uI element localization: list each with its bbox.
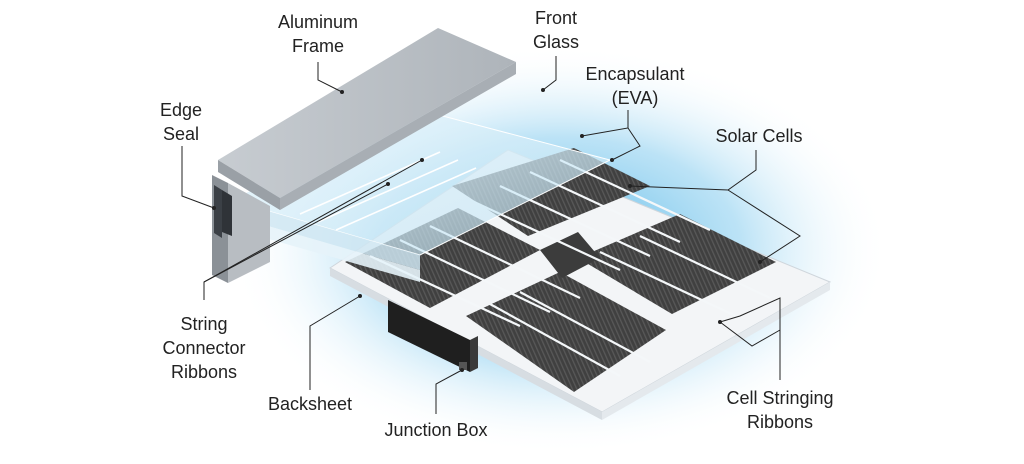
- leader-solar-cells: [629, 150, 757, 191]
- solar-cell: [466, 272, 666, 392]
- leader-solar-cells-2: [727, 189, 801, 263]
- solar-cells-layer: [345, 148, 776, 392]
- label-string-connector-ribbons: String Connector Ribbons: [162, 314, 246, 382]
- leader-dots: [212, 88, 762, 372]
- leader-edge-seal: [181, 146, 215, 209]
- leader-string-connector-2: [203, 183, 389, 283]
- label-backsheet: Backsheet: [267, 394, 353, 414]
- leader-cell-stringing-2: [719, 321, 781, 347]
- label-edge-seal: Edge Seal: [159, 100, 203, 144]
- leader-lines: [181, 56, 801, 414]
- label-junction-box: Junction Box: [384, 420, 488, 440]
- leader-aluminum-frame: [317, 62, 343, 93]
- leader-junction-box: [435, 369, 463, 414]
- junction-box: [388, 300, 478, 372]
- edge-seal: [222, 190, 232, 236]
- solar-cell: [345, 208, 540, 308]
- front-glass-side: [230, 200, 420, 270]
- encapsulant-layer: [230, 215, 420, 282]
- leader-cell-stringing: [719, 297, 781, 380]
- solar-cell: [578, 214, 776, 314]
- backsheet-edge-right: [602, 282, 830, 420]
- label-cell-stringing-ribbons: Cell Stringing Ribbons: [726, 388, 834, 432]
- string-connector-ribbons-strip: [299, 151, 477, 231]
- leader-backsheet: [309, 295, 361, 390]
- label-aluminum-frame: Aluminum Frame: [277, 12, 359, 56]
- label-solar-cells: Solar Cells: [715, 126, 803, 146]
- label-front-glass: Front Glass: [532, 8, 579, 52]
- aluminum-frame: [212, 28, 516, 283]
- solar-cell: [540, 232, 600, 278]
- leader-encapsulant-2: [611, 127, 641, 161]
- label-encapsulant: Encapsulant (EVA): [585, 64, 685, 108]
- leader-front-glass: [542, 56, 557, 91]
